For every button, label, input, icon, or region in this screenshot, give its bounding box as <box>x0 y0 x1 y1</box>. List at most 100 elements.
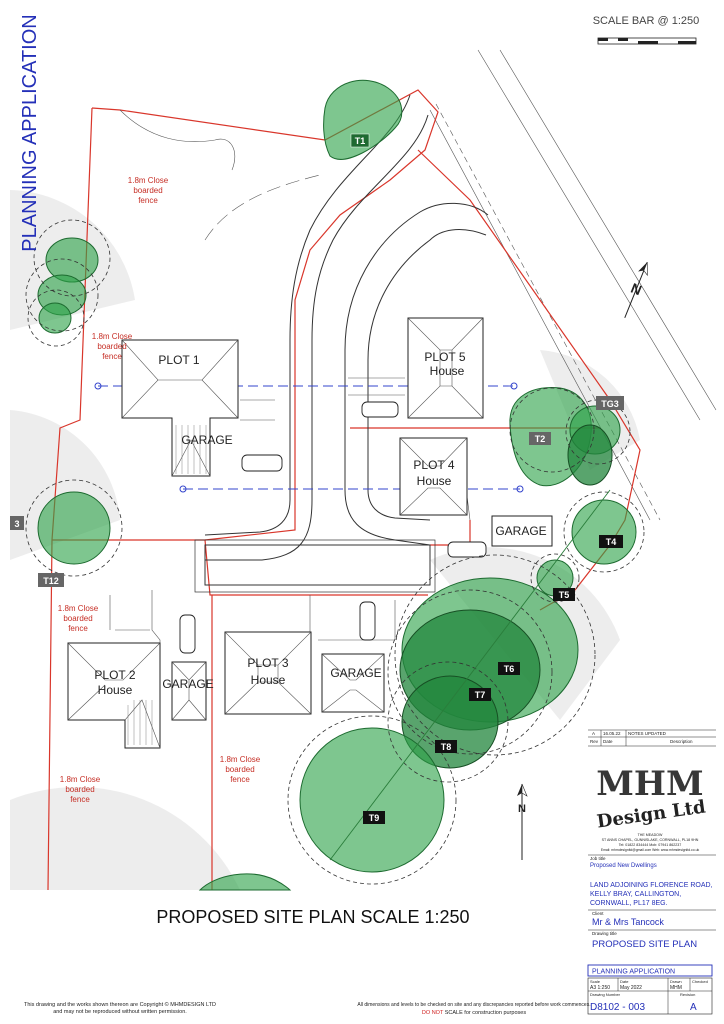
svg-text:LAND ADJOINING FLORENCE ROAD,: LAND ADJOINING FLORENCE ROAD, <box>590 882 713 889</box>
building-plot2 <box>67 642 161 749</box>
title-block: A 16.05.22 NOTES UPDATED Rev Date Descri… <box>587 729 716 1015</box>
svg-text:T12: T12 <box>43 576 59 586</box>
svg-text:A: A <box>592 731 595 736</box>
svg-text:Rev: Rev <box>590 739 599 744</box>
svg-text:Date: Date <box>603 739 613 744</box>
plot2-garage-label: GARAGE <box>162 677 213 691</box>
svg-text:MHM: MHM <box>596 764 703 804</box>
highway-lines <box>429 49 717 521</box>
building-plot2-garage <box>171 661 207 721</box>
building-plot3 <box>224 631 312 715</box>
access-road <box>109 94 489 660</box>
building-plot5 <box>407 317 484 419</box>
svg-text:fence: fence <box>68 624 88 633</box>
company-logo: MHM Design Ltd <box>596 764 708 833</box>
svg-text:T1: T1 <box>355 136 366 146</box>
svg-text:N: N <box>518 803 526 815</box>
svg-text:Drawn: Drawn <box>670 979 682 984</box>
svg-text:TG3: TG3 <box>601 399 619 409</box>
tree-line <box>329 489 611 861</box>
plot3-sub: House <box>251 673 286 687</box>
svg-text:Drawing title: Drawing title <box>592 931 617 936</box>
garage-plot1-hatch <box>175 425 207 474</box>
tree-tags: T1 T2 TG3 T4 T5 T6 T7 T8 T9 T12 3 <box>10 133 624 824</box>
svg-text:T8: T8 <box>441 742 452 752</box>
svg-text:NOTES UPDATED: NOTES UPDATED <box>628 731 667 736</box>
svg-text:PROPOSED SITE PLAN: PROPOSED SITE PLAN <box>592 939 697 950</box>
plot1-label: PLOT 1 <box>158 353 199 367</box>
fence-notes: 1.8m Close boarded fence 1.8m Close boar… <box>58 176 261 804</box>
svg-text:N: N <box>629 280 644 299</box>
plot3-label: PLOT 3 <box>247 656 288 670</box>
svg-text:ST ANNS CHAPEL, GUNNISLAKE, CO: ST ANNS CHAPEL, GUNNISLAKE, CORNWALL, PL… <box>602 838 699 842</box>
svg-text:T2: T2 <box>535 434 546 444</box>
svg-text:Checked: Checked <box>692 979 708 984</box>
main-title: PROPOSED SITE PLAN SCALE 1:250 <box>156 907 469 927</box>
north-arrow-icon: N <box>624 261 648 319</box>
svg-text:Date: Date <box>620 979 629 984</box>
svg-text:THE MEADOW: THE MEADOW <box>638 833 663 837</box>
svg-text:1.8m Close: 1.8m Close <box>220 755 261 764</box>
plot5-sub: House <box>430 364 465 378</box>
root-protection-areas <box>25 219 645 885</box>
svg-text:fence: fence <box>138 196 158 205</box>
svg-text:A3 1:250: A3 1:250 <box>590 985 610 991</box>
svg-text:May 2022: May 2022 <box>620 985 642 991</box>
svg-text:T5: T5 <box>559 590 570 600</box>
svg-text:Job title: Job title <box>590 856 606 861</box>
plot-labels: PLOT 1 GARAGE PLOT 5 House PLOT 4 House … <box>94 350 546 697</box>
svg-text:1.8m Close: 1.8m Close <box>92 332 133 341</box>
svg-text:fence: fence <box>230 775 250 784</box>
scale-bar-label: SCALE BAR @ 1:250 <box>593 15 700 27</box>
car-icons <box>179 401 487 654</box>
svg-text:boarded: boarded <box>133 186 162 195</box>
svg-text:1.8m Close: 1.8m Close <box>128 176 169 185</box>
svg-text:Client: Client <box>592 911 604 916</box>
tree-canopies <box>37 79 637 891</box>
plot4-label: PLOT 4 <box>413 458 454 472</box>
svg-text:D8102 - 003: D8102 - 003 <box>590 1002 645 1013</box>
svg-text:16.05.22: 16.05.22 <box>603 731 621 736</box>
svg-text:PLANNING APPLICATION: PLANNING APPLICATION <box>592 969 675 976</box>
svg-text:Proposed New Dwellings: Proposed New Dwellings <box>590 863 657 869</box>
building-plot3-garage <box>321 653 385 713</box>
svg-text:Revision: Revision <box>680 992 695 997</box>
svg-text:boarded: boarded <box>65 785 94 794</box>
svg-text:Drawing Number: Drawing Number <box>590 992 621 997</box>
building-plot1 <box>121 339 239 477</box>
svg-text:T9: T9 <box>369 813 380 823</box>
svg-text:Mr & Mrs Tancock: Mr & Mrs Tancock <box>592 917 664 927</box>
svg-text:T4: T4 <box>606 537 617 547</box>
svg-text:A: A <box>690 1002 697 1013</box>
building-plot4-garage <box>491 515 553 547</box>
svg-text:1.8m Close: 1.8m Close <box>58 604 99 613</box>
svg-text:T7: T7 <box>475 690 486 700</box>
svg-text:3: 3 <box>14 519 19 529</box>
svg-text:fence: fence <box>102 352 122 361</box>
scale-bar: SCALE BAR @ 1:250 <box>593 15 700 45</box>
svg-text:MHM: MHM <box>670 985 682 991</box>
building-plot4 <box>399 437 468 516</box>
svg-text:1.8m Close: 1.8m Close <box>60 775 101 784</box>
svg-text:KELLY BRAY, CALLINGTON,: KELLY BRAY, CALLINGTON, <box>590 891 681 898</box>
svg-text:fence: fence <box>70 795 90 804</box>
plot5-label: PLOT 5 <box>424 350 465 364</box>
plot1-garage-label: GARAGE <box>181 433 232 447</box>
dimension-note-line2: DO NOT SCALE for construction purposes <box>422 1010 526 1016</box>
dimension-note-line1: All dimensions and levels to be checked … <box>357 1002 590 1008</box>
svg-text:CORNWALL, PL17 8EG.: CORNWALL, PL17 8EG. <box>590 900 668 907</box>
plot4-garage-label: GARAGE <box>495 524 546 538</box>
plot4-sub: House <box>417 474 452 488</box>
copyright-line2: and may not be reproduced without writte… <box>53 1009 187 1015</box>
svg-text:Tel: 01822 834444 Mob: 07941: Tel: 01822 834444 Mob: 07941 862237 <box>619 843 682 847</box>
plot2-sub: House <box>98 683 133 697</box>
plot2-label: PLOT 2 <box>94 668 135 682</box>
vertical-title: PLANNING APPLICATION <box>19 14 41 251</box>
north-arrow-small-icon: N <box>517 783 528 860</box>
svg-text:boarded: boarded <box>97 342 126 351</box>
svg-text:boarded: boarded <box>225 765 254 774</box>
plot3-garage-label: GARAGE <box>330 666 381 680</box>
svg-text:T6: T6 <box>504 664 515 674</box>
copyright-line1: This drawing and the works shown thereon… <box>24 1001 216 1008</box>
